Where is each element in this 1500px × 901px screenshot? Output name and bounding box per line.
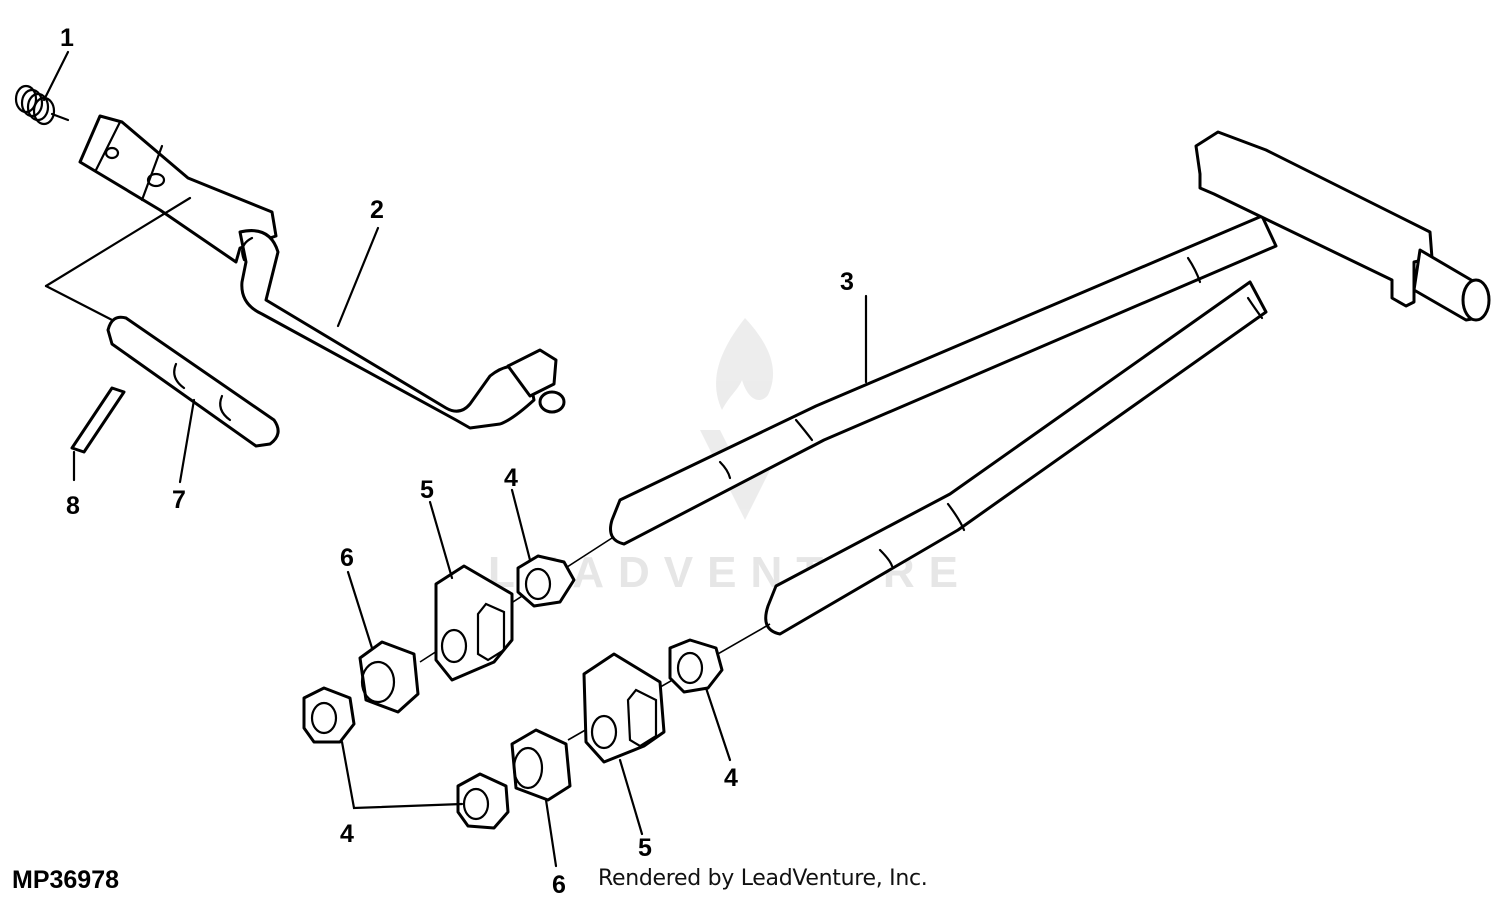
- callout-8: 8: [66, 492, 80, 520]
- callout-7: 7: [172, 486, 186, 514]
- leader-line-7b: [44, 284, 118, 324]
- render-credit: Rendered by LeadVenture, Inc.: [598, 866, 928, 891]
- lower-hardware: [302, 623, 771, 830]
- callout-6-lower: 6: [552, 871, 566, 899]
- callout-1: 1: [60, 24, 74, 52]
- callout-4-lower: 4: [724, 764, 738, 792]
- leader-line-5a: [428, 500, 454, 580]
- callout-2: 2: [370, 196, 384, 224]
- leader-line-5b: [618, 758, 644, 836]
- leader-line-7c: [178, 398, 196, 484]
- upper-hardware: [358, 537, 613, 714]
- frame-part: [609, 130, 1491, 636]
- leader-line-6a: [346, 570, 374, 650]
- shaft-part: [106, 315, 280, 448]
- leader-line-2: [336, 226, 380, 328]
- callout-5-lower: 5: [638, 834, 652, 862]
- leader-line-4b: [704, 686, 732, 762]
- callout-6-upper: 6: [340, 544, 354, 572]
- callout-4-bottom: 4: [340, 820, 354, 848]
- callout-3: 3: [840, 268, 854, 296]
- figure-id: MP36978: [12, 866, 120, 894]
- leader-line-4c: [340, 740, 464, 810]
- roll-pin-part: [70, 386, 126, 454]
- leader-line-4a: [510, 488, 532, 562]
- leader-line-1: [42, 50, 70, 102]
- callout-5-upper: 5: [420, 476, 434, 504]
- spring-part: [14, 84, 70, 126]
- callout-4-upper: 4: [504, 464, 518, 492]
- bent-rod-part: [78, 114, 566, 430]
- leader-line-6b: [544, 798, 558, 868]
- leader-line-7: [44, 196, 192, 288]
